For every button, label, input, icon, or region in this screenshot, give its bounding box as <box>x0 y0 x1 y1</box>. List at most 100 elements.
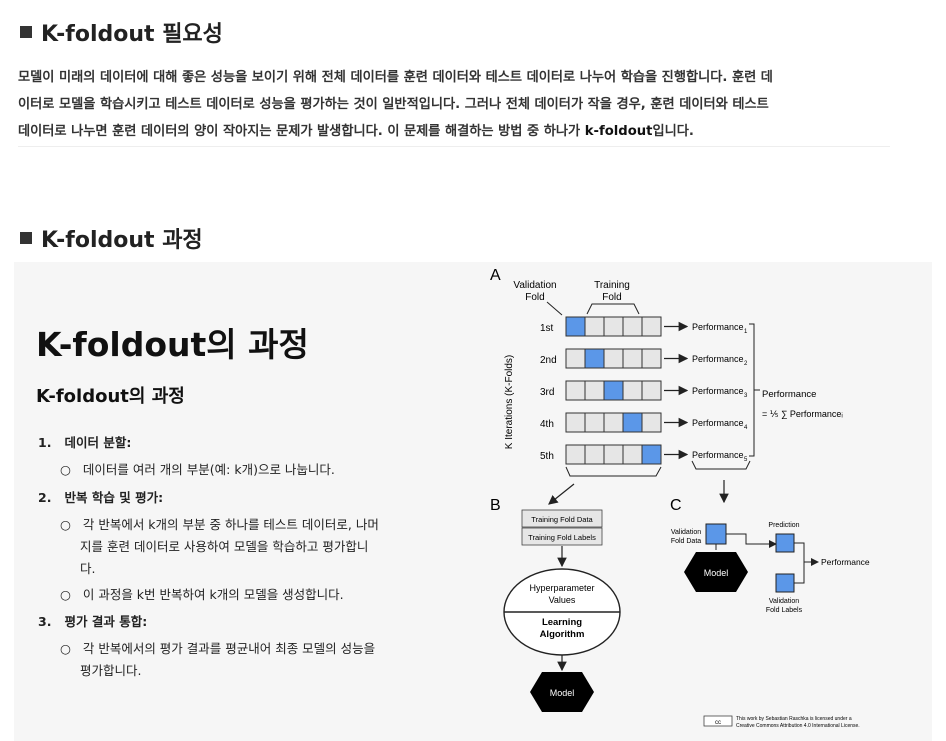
square-bullet-icon <box>20 232 32 244</box>
c-validation-data-label: Fold Data <box>671 538 701 545</box>
training-fold-cell <box>603 316 624 337</box>
step-2-bullet-2: ○ 이 과정을 k번 반복하여 k개의 모델을 생성합니다. <box>60 587 344 602</box>
training-fold-cell <box>641 380 662 401</box>
performance-formula: = ⅕ ∑ Performanceᵢ <box>762 409 843 419</box>
learning-algorithm-label: Algorithm <box>540 629 585 640</box>
training-fold-cell <box>584 444 605 465</box>
validation-pointer-line <box>546 301 563 316</box>
performance-label: Performance <box>692 322 744 332</box>
hyperparameter-label: Hyperparameter <box>529 583 594 593</box>
iteration-label: 4th <box>540 419 554 430</box>
performance-label: Performance <box>692 450 744 460</box>
c-prediction-box <box>775 533 795 553</box>
training-fold-data-box <box>521 509 603 528</box>
svg-text:Training Fold Data: Training Fold Data <box>531 515 593 524</box>
training-fold-cell <box>565 380 586 401</box>
training-fold-cell <box>584 380 605 401</box>
validation-fold-label: Validation <box>513 280 556 291</box>
section-b-label: B <box>490 497 501 514</box>
performance-total-label: Performance <box>762 389 816 400</box>
section-title: K-foldout 필요성 <box>41 22 223 47</box>
validation-fold-cell <box>622 412 643 433</box>
kfold-diagram: A Validation Fold Training Fold K Iterat… <box>490 267 870 729</box>
training-fold-cell <box>584 316 605 337</box>
divider <box>18 146 890 147</box>
training-fold-cell <box>565 444 586 465</box>
iteration-label: 5th <box>540 451 554 462</box>
step-2-heading: 2. 반복 학습 및 평가: <box>38 490 164 505</box>
step-1-heading: 1. 데이터 분할: <box>38 435 132 450</box>
paragraph-line: 이터로 모델을 학습시키고 테스트 데이터로 성능을 평가하는 것이 일반적입니… <box>18 97 769 112</box>
training-fold-cell <box>603 348 624 369</box>
c-performance-label: Performance <box>821 557 870 567</box>
step-1-bullet: ○ 데이터를 여러 개의 부분(예: k개)으로 나눕니다. <box>60 462 335 477</box>
c-prediction-label: Prediction <box>768 522 799 529</box>
performance-subscript: 5 <box>744 457 748 463</box>
c-validation-data-box <box>705 523 727 545</box>
performance-label: Performance <box>692 386 744 396</box>
hyperparameter-label: Values <box>549 595 576 605</box>
section-c-label: C <box>670 497 682 514</box>
training-fold-cell <box>565 348 586 369</box>
training-fold-label: Fold <box>602 292 621 303</box>
svg-text:cc: cc <box>715 720 721 726</box>
model-hexagon-b <box>530 672 594 712</box>
training-brace <box>586 303 640 315</box>
training-fold-label: Training <box>594 280 630 291</box>
training-fold-cell <box>641 316 662 337</box>
arrow-to-b <box>548 483 575 505</box>
training-fold-cell <box>622 380 643 401</box>
slide-subtitle: K-foldout의 과정 <box>36 386 185 407</box>
training-fold-cell <box>565 412 586 433</box>
training-fold-cell <box>584 412 605 433</box>
section-heading-process: K-foldout 과정 <box>20 222 203 254</box>
validation-fold-cell <box>584 348 605 369</box>
iteration-label: 1st <box>540 323 554 334</box>
performance-label: Performance <box>692 418 744 428</box>
c-validation-labels-label: Fold Labels <box>766 607 803 614</box>
c-validation-labels-label: Validation <box>769 598 799 605</box>
training-fold-cell <box>603 412 624 433</box>
performance-subscript: 1 <box>744 329 748 335</box>
performance-subscript: 3 <box>744 393 748 399</box>
validation-fold-cell <box>641 444 662 465</box>
training-fold-cell <box>622 444 643 465</box>
section-title: K-foldout 과정 <box>41 228 203 253</box>
c-validation-data-label: Validation <box>671 529 701 536</box>
model-hexagon-c <box>684 552 748 592</box>
step-2-bullet-1-cont: 지를 훈련 데이터로 사용하여 모델을 학습하고 평가합니 <box>80 539 369 554</box>
section-a-label: A <box>490 267 501 284</box>
training-fold-cell <box>603 444 624 465</box>
process-slide-image: K-foldout의 과정 K-foldout의 과정 1. 데이터 분할: ○… <box>14 262 932 741</box>
c-validation-labels-box <box>775 573 795 593</box>
svg-text:Model: Model <box>704 568 729 578</box>
performance-bracket <box>749 323 760 457</box>
paragraph-line: 모델이 미래의 데이터에 대해 좋은 성능을 보이기 위해 전체 데이터를 훈련… <box>18 70 773 85</box>
training-fold-cell <box>622 348 643 369</box>
performance-subscript: 2 <box>744 361 748 367</box>
cc-license-badge-icon <box>703 715 733 727</box>
svg-text:Model: Model <box>550 688 575 698</box>
training-fold-labels-box <box>521 527 603 546</box>
section-heading-necessity: K-foldout 필요성 <box>20 16 223 48</box>
step-3-heading: 3. 평가 결과 통합: <box>38 614 148 629</box>
license-text: Creative Commons Attribution 4.0 Interna… <box>736 723 860 729</box>
iteration-label: 2nd <box>540 355 557 366</box>
validation-fold-cell <box>565 316 586 337</box>
step-2-bullet-1: ○ 각 반복에서 k개의 부분 중 하나를 테스트 데이터로, 나머 <box>60 517 379 532</box>
svg-text:Training Fold Labels: Training Fold Labels <box>528 533 596 542</box>
step-3-bullet: ○ 각 반복에서의 평가 결과를 평균내어 최종 모델의 성능을 <box>60 641 376 656</box>
iteration-label: 3rd <box>540 387 554 398</box>
k-iterations-axis-label: K Iterations (K-Folds) <box>504 355 515 449</box>
validation-fold-cell <box>603 380 624 401</box>
training-fold-cell <box>622 316 643 337</box>
performance-label: Performance <box>692 354 744 364</box>
training-fold-cell <box>641 412 662 433</box>
highlight-term: k-foldout <box>584 124 653 139</box>
step-3-bullet-cont: 평가합니다. <box>80 663 142 678</box>
step-2-bullet-1-cont: 다. <box>80 561 96 576</box>
fold-brace <box>565 466 662 477</box>
validation-fold-label: Fold <box>525 292 544 303</box>
learning-algorithm-label: Learning <box>542 617 582 628</box>
